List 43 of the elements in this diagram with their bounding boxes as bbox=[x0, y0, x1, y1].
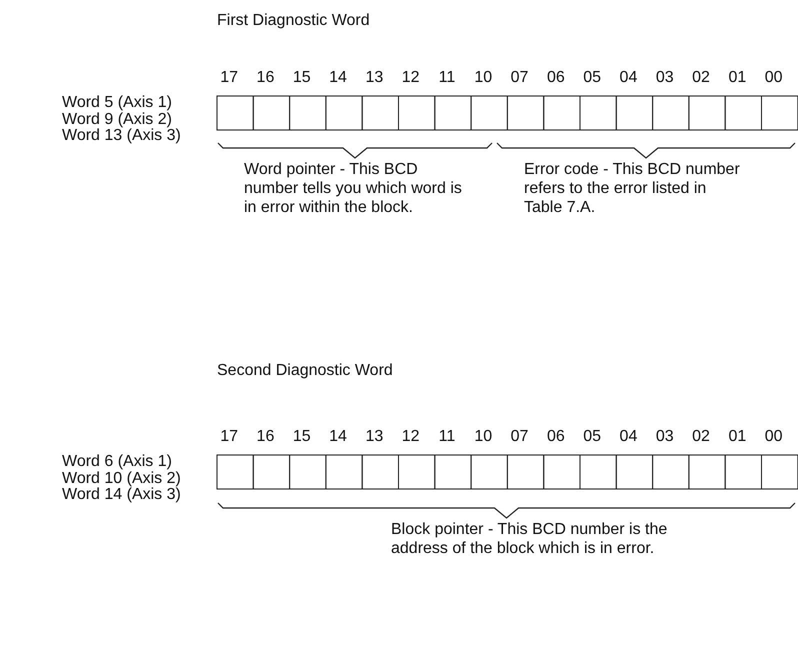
description-text: Block pointer - This BCD number is the address of the block which is in error. bbox=[391, 520, 668, 558]
bit-number: 15 bbox=[292, 69, 312, 86]
bit-number: 05 bbox=[582, 69, 602, 86]
bit-number: 01 bbox=[727, 69, 748, 86]
bit-number: 11 bbox=[438, 69, 456, 86]
bit-number: 11 bbox=[438, 428, 456, 445]
bit-number: 06 bbox=[546, 428, 566, 445]
bit-number: 13 bbox=[364, 69, 384, 86]
bit-number: 07 bbox=[510, 69, 530, 86]
bit-number: 02 bbox=[691, 69, 711, 86]
bit-number: 17 bbox=[219, 428, 240, 445]
word-label: Word 5 (Axis 1) bbox=[62, 94, 172, 111]
bit-number: 12 bbox=[400, 69, 421, 86]
bit-number: 06 bbox=[546, 69, 566, 86]
bit-number: 16 bbox=[256, 69, 276, 86]
word-label: Word 6 (Axis 1) bbox=[62, 453, 172, 470]
bit-number: 15 bbox=[292, 428, 312, 445]
bit-number: 00 bbox=[764, 428, 784, 445]
bit-number: 01 bbox=[727, 428, 748, 445]
bit-number: 12 bbox=[400, 428, 421, 445]
bit-number: 10 bbox=[473, 69, 494, 86]
bit-number: 17 bbox=[219, 69, 240, 86]
word-label: Word 13 (Axis 3) bbox=[62, 127, 181, 144]
bit-number: 00 bbox=[764, 69, 784, 86]
word-label: Word 9 (Axis 2) bbox=[62, 110, 172, 128]
description-text: Error code - This BCD number refers to the error listed in Table 7.A. bbox=[524, 160, 741, 217]
bit-number: 13 bbox=[364, 428, 384, 445]
bit-number: 03 bbox=[654, 428, 675, 445]
bit-number: 04 bbox=[618, 428, 638, 445]
bit-number: 10 bbox=[473, 428, 494, 445]
bit-number: 04 bbox=[618, 69, 638, 86]
description-text: Word pointer - This BCD number tells you which word is in error within the block. bbox=[244, 160, 463, 217]
bit-number: 16 bbox=[256, 428, 276, 445]
heading: Second Diagnostic Word bbox=[217, 362, 393, 379]
bit-number: 14 bbox=[328, 428, 348, 445]
bit-number: 14 bbox=[328, 69, 348, 86]
bit-number: 05 bbox=[582, 428, 602, 445]
word-label: Word 14 (Axis 3) bbox=[62, 486, 181, 503]
bit-number: 02 bbox=[691, 428, 711, 445]
word-label: Word 10 (Axis 2) bbox=[62, 470, 181, 486]
bit-number: 07 bbox=[510, 428, 530, 445]
bit-number: 03 bbox=[654, 69, 675, 86]
heading: First Diagnostic Word bbox=[217, 12, 370, 29]
